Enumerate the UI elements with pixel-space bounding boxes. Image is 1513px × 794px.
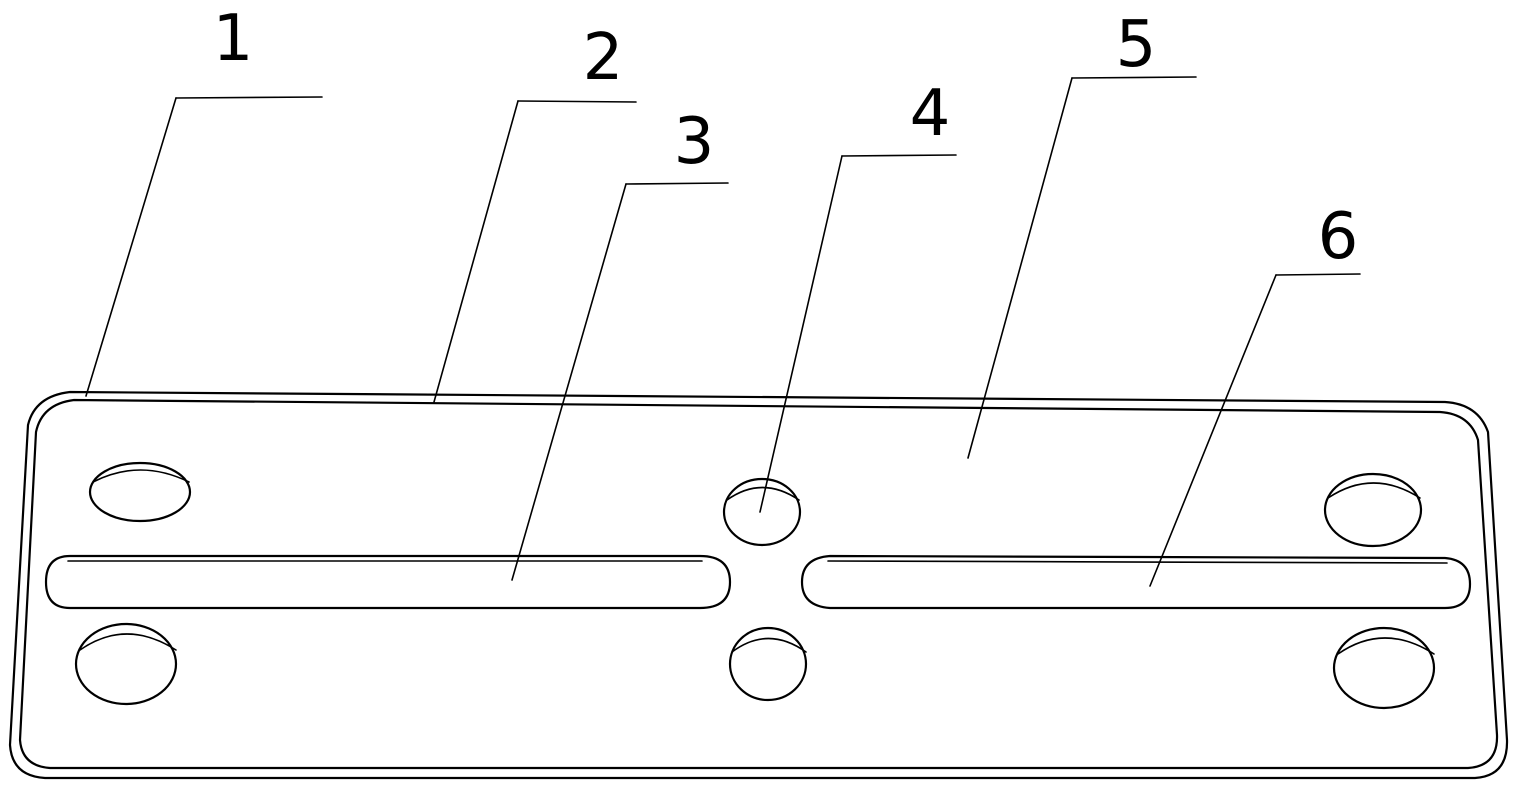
callout-label-3: 3	[674, 105, 715, 179]
callout-label-6: 6	[1318, 200, 1359, 274]
plate-outer-outline	[8, 390, 1509, 780]
slot-left	[44, 554, 732, 610]
center-hole-lower	[728, 626, 808, 702]
center-holes	[722, 477, 808, 702]
callout-label-4: 4	[910, 77, 951, 151]
slots	[44, 554, 1472, 610]
leader-line-3	[511, 182, 729, 581]
mounting-hole-bottom-left	[74, 622, 178, 706]
plate-body	[8, 390, 1509, 780]
callout-label-5: 5	[1116, 8, 1157, 82]
plate-inner-outline	[18, 398, 1499, 770]
callout-label-2: 2	[583, 21, 624, 95]
leader-line-2	[433, 100, 637, 403]
leader-lines	[85, 76, 1361, 587]
mounting-hole-top-left	[88, 461, 192, 523]
center-hole-upper	[722, 477, 802, 547]
leader-line-5	[967, 76, 1197, 459]
slot-right	[800, 554, 1472, 610]
leader-line-1	[85, 96, 323, 397]
callout-labels: 1 2 3 4 5 6	[213, 2, 1359, 274]
leader-line-6	[1149, 273, 1361, 587]
callout-label-1: 1	[213, 2, 254, 76]
leader-line-4	[759, 154, 957, 513]
mounting-holes	[74, 461, 1436, 710]
mounting-hole-top-right	[1323, 472, 1423, 548]
mounting-hole-bottom-right	[1332, 626, 1436, 710]
